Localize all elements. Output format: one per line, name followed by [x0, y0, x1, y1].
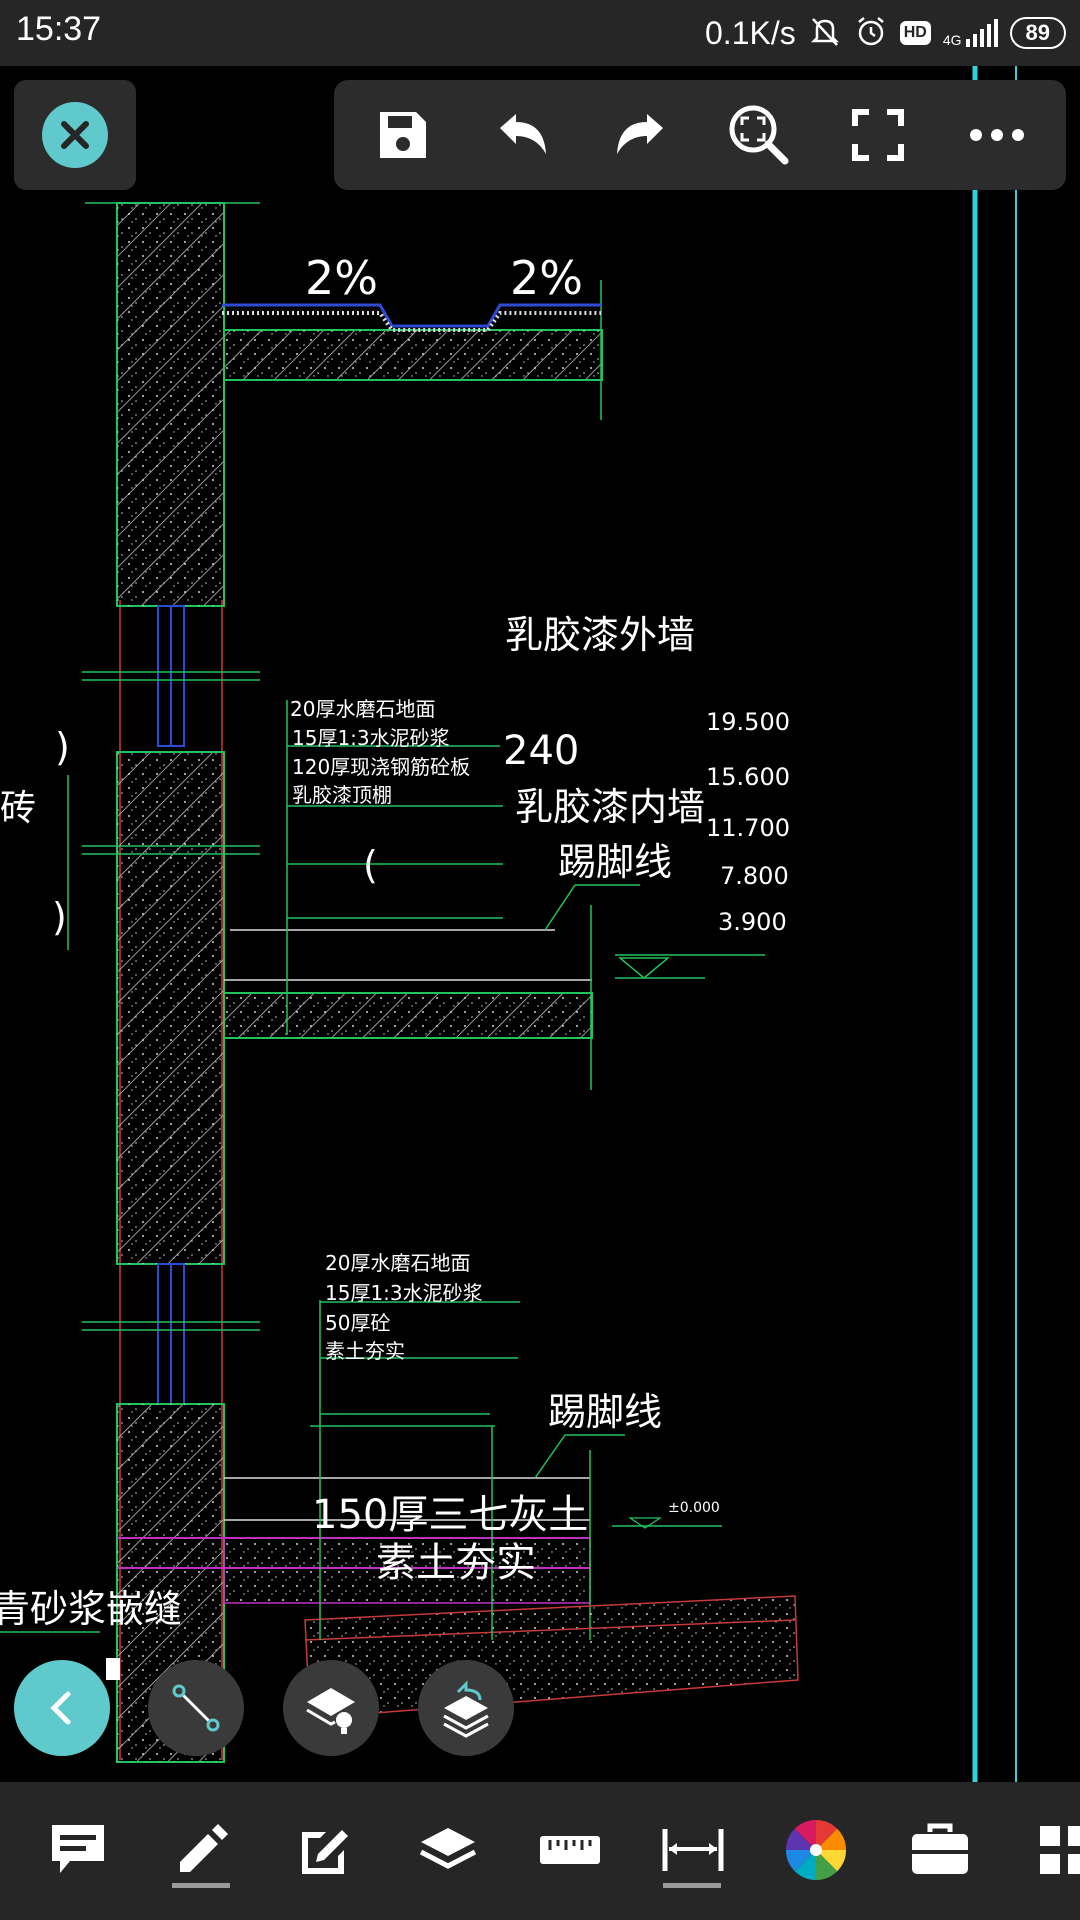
- battery-indicator: 89: [1009, 17, 1066, 49]
- elevation-3: 11.700: [706, 814, 790, 842]
- apps-icon: [1040, 1826, 1080, 1874]
- layers-button[interactable]: [408, 1810, 488, 1890]
- signal-icon: 4G: [943, 19, 998, 47]
- save-button[interactable]: [358, 90, 448, 180]
- layer-undo-icon: [443, 1680, 489, 1738]
- pen-icon: [180, 1824, 228, 1872]
- fullscreen-icon: [851, 109, 904, 161]
- interior-wall-note: 乳胶漆内墙: [515, 785, 705, 829]
- undo-button[interactable]: [477, 90, 567, 180]
- mute-notification-icon: [808, 14, 842, 53]
- layer-switch-button[interactable]: [418, 1660, 514, 1756]
- close-icon: [61, 121, 89, 149]
- more-icon: [969, 129, 1024, 141]
- ruler-icon: [540, 1836, 600, 1864]
- pen-button[interactable]: [162, 1810, 242, 1890]
- floor0-layer-4: 素土夯实: [325, 1339, 405, 1363]
- comment-icon: [52, 1825, 104, 1873]
- layers-icon: [419, 1828, 477, 1869]
- layer-visibility-button[interactable]: [283, 1660, 379, 1756]
- line-tool-icon: [172, 1684, 220, 1732]
- layer-bulb-icon: [306, 1688, 355, 1734]
- net-speed: 0.1K/s: [705, 14, 796, 51]
- redo-icon: [616, 114, 663, 154]
- elevation-5: 3.900: [718, 908, 787, 936]
- floor0-layer-2: 15厚1:3水泥砂浆: [325, 1281, 483, 1305]
- fullscreen-button[interactable]: [833, 90, 923, 180]
- zoom-extents-button[interactable]: [714, 90, 804, 180]
- chevron-left-icon: [50, 1691, 71, 1725]
- slope-left: 2%: [305, 251, 378, 305]
- baseboard-note-lower: 踢脚线: [548, 1390, 662, 1434]
- floor1-layer-4: 乳胶漆顶棚: [292, 783, 392, 807]
- toolbox-icon: [912, 1823, 968, 1874]
- zoom-extents-icon: [729, 105, 789, 165]
- dimension-active-indicator: [663, 1883, 721, 1888]
- floor1-layer-2: 15厚1:3水泥砂浆: [292, 726, 450, 750]
- floor1-layer-3: 120厚现浇钢筋砼板: [292, 755, 470, 779]
- slope-right: 2%: [510, 251, 583, 305]
- edit-icon: [302, 1830, 348, 1874]
- status-bar: 15:37 0.1K/s HD 4G 89: [0, 0, 1080, 66]
- ground-elevation: ±0.000: [668, 1500, 720, 1516]
- color-button[interactable]: [776, 1810, 856, 1890]
- status-time: 15:37: [16, 10, 102, 48]
- status-icons: 0.1K/s HD 4G 89: [705, 10, 1066, 56]
- pen-active-indicator: [172, 1883, 230, 1888]
- save-icon: [380, 112, 427, 158]
- rammed-soil-note: 素土夯实: [376, 1540, 536, 1586]
- paren-3: ): [52, 895, 67, 939]
- lime-soil-note: 150厚三七灰土: [312, 1492, 588, 1538]
- drawing-canvas[interactable]: 2% 2% 20厚水磨石地面 15厚1:3水泥砂浆 120厚现浇钢筋砼板 乳胶漆…: [0, 66, 1080, 1782]
- exterior-wall-note: 乳胶漆外墙: [505, 613, 695, 657]
- floor0-layer-1: 20厚水磨石地面: [325, 1251, 470, 1275]
- dim-240: 240: [503, 728, 579, 774]
- back-button[interactable]: [14, 1660, 110, 1756]
- paren-2: (: [363, 843, 378, 887]
- close-button[interactable]: [42, 102, 108, 168]
- redo-button[interactable]: [596, 90, 686, 180]
- close-panel: [14, 80, 136, 190]
- elevation-2: 15.600: [706, 763, 790, 791]
- bottom-toolbar: [0, 1782, 1080, 1920]
- apps-button[interactable]: [1024, 1810, 1080, 1890]
- paren-1: ): [55, 725, 70, 769]
- line-tool-button[interactable]: [148, 1660, 244, 1756]
- undo-icon: [499, 114, 546, 154]
- dimension-icon: [662, 1829, 724, 1871]
- floor0-layer-3: 50厚砼: [325, 1311, 390, 1335]
- color-wheel-icon: [786, 1820, 846, 1880]
- measure-button[interactable]: [530, 1810, 610, 1890]
- comment-button[interactable]: [38, 1810, 118, 1890]
- elevation-1: 19.500: [706, 708, 790, 736]
- top-toolbar: [334, 80, 1066, 190]
- dimension-button[interactable]: [653, 1810, 733, 1890]
- floor1-layer-1: 20厚水磨石地面: [290, 697, 435, 721]
- mortar-joint-note: 青砂浆嵌缝: [0, 1587, 182, 1631]
- toolbox-button[interactable]: [900, 1810, 980, 1890]
- edit-button[interactable]: [286, 1810, 366, 1890]
- alarm-icon: [854, 14, 888, 53]
- cad-drawing[interactable]: 2% 2% 20厚水磨石地面 15厚1:3水泥砂浆 120厚现浇钢筋砼板 乳胶漆…: [0, 66, 1080, 1782]
- baseboard-note-upper: 踢脚线: [558, 840, 672, 884]
- elevation-4: 7.800: [720, 862, 789, 890]
- more-button[interactable]: [952, 90, 1042, 180]
- hd-badge: HD: [899, 21, 931, 45]
- brick-label: 砖: [0, 788, 36, 829]
